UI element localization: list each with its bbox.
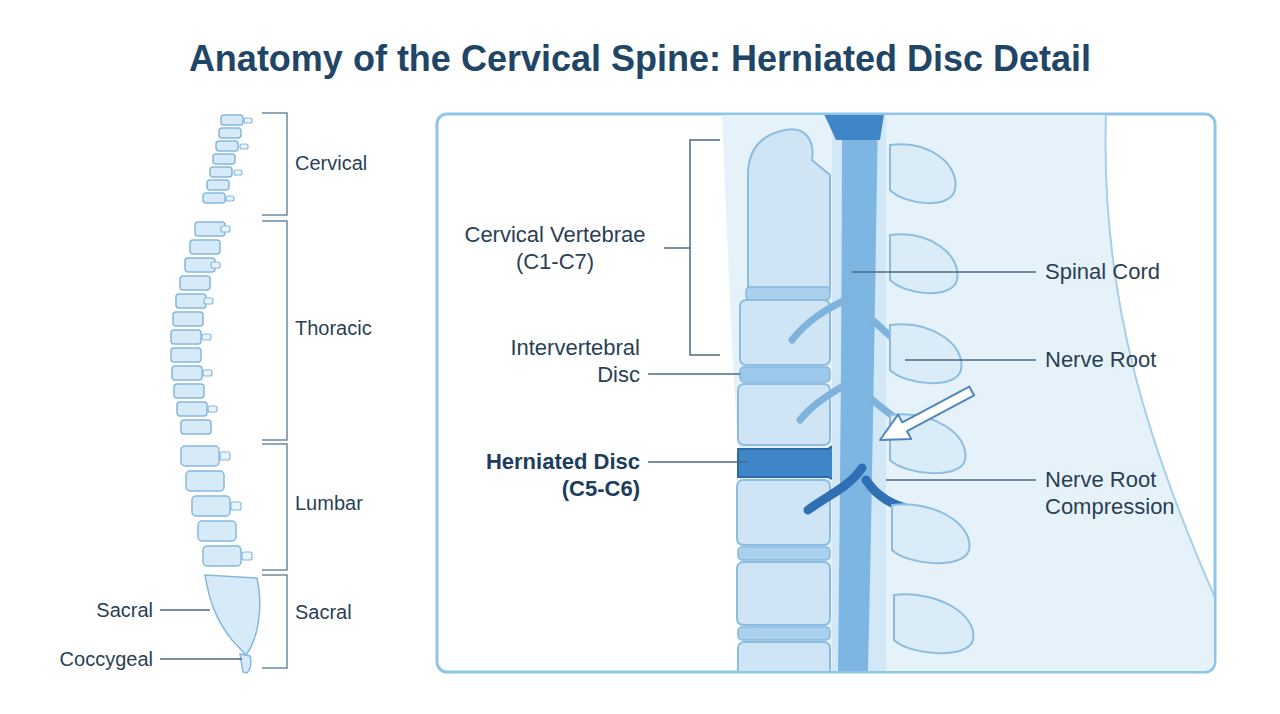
full-spine-part (198, 521, 236, 541)
full-spine-part (207, 180, 229, 190)
leader-lines-part (648, 373, 740, 374)
full-spine-part (190, 240, 220, 254)
region-label: Lumbar (295, 490, 435, 516)
region-brackets-part (262, 221, 287, 440)
part-label: Intervertebral Disc (480, 334, 640, 388)
cervical-detail-part-part (738, 384, 830, 445)
full-spine-part (181, 420, 211, 434)
cervical-detail-part-part (746, 287, 830, 300)
cervical-detail-part (824, 115, 884, 140)
region-label: Coccygeal (20, 646, 153, 672)
cervical-detail-part-part (748, 129, 830, 290)
spinous-processes-part (208, 406, 217, 412)
full-spine-part (181, 446, 219, 466)
spinous-processes-part (226, 196, 234, 201)
full-spine-part (205, 575, 260, 655)
spinous-processes-part (244, 118, 252, 123)
part-label: Nerve Root (1045, 346, 1210, 373)
cervical-detail-part-part (737, 480, 830, 545)
full-spine-part (221, 115, 243, 125)
full-spine-part (213, 154, 235, 164)
cervical-detail-part-part (890, 234, 958, 293)
cervical-detail-part (792, 300, 905, 425)
full-spine-part (219, 128, 241, 138)
full-spine-part (172, 366, 202, 380)
leader-lines-part (905, 359, 1036, 360)
region-label: Sacral (295, 599, 435, 625)
bracket-vertebrae-part (664, 247, 690, 249)
leader-lines-part (886, 479, 1036, 480)
cervical-detail-part-part (737, 562, 830, 625)
part-label: Nerve Root Compression (1045, 466, 1213, 520)
region-brackets (262, 113, 287, 668)
spinous-processes-part (211, 262, 220, 268)
full-spine-part (192, 496, 230, 516)
leader-lines-part (852, 271, 1036, 272)
spinous-processes (202, 118, 252, 560)
spinous-processes-part (231, 502, 241, 510)
cervical-detail-part-part (890, 144, 956, 203)
leader-lines-part (160, 658, 242, 659)
cervical-detail-part-part (808, 468, 862, 510)
cervical-detail-part (838, 115, 878, 671)
full-spine-part (173, 312, 203, 326)
cervical-detail-part-part (738, 627, 830, 640)
cervical-detail-part-part (738, 547, 830, 560)
part-label: Herniated Disc (C5-C6) (455, 448, 640, 502)
full-spine-part (203, 546, 241, 566)
leader-lines (160, 610, 242, 659)
region-label: Thoracic (295, 315, 435, 341)
leader-lines (648, 272, 1036, 480)
full-spine (171, 115, 260, 673)
region-brackets-part (262, 113, 287, 215)
spinous-processes-part (203, 370, 212, 376)
cervical-detail-part-part (890, 324, 961, 383)
cervical-detail-part-part (892, 504, 969, 563)
full-spine-part (180, 276, 210, 290)
region-brackets-part (262, 575, 287, 668)
spinous-processes-part (242, 552, 252, 560)
region-label: Cervical (295, 150, 435, 176)
part-label: Spinal Cord (1045, 258, 1210, 285)
full-spine-part (186, 471, 224, 491)
cervical-detail (722, 115, 1214, 671)
part-label: Cervical Vertebrae (C1-C7) (455, 221, 655, 275)
full-spine-part (216, 141, 238, 151)
leader-lines-part (648, 461, 748, 462)
detail-panel (437, 114, 1215, 672)
full-spine-part (174, 384, 204, 398)
cervical-detail-part-part (740, 367, 830, 382)
spinous-processes-part (220, 452, 230, 460)
cervical-detail-part (880, 387, 974, 440)
full-spine-part (210, 167, 232, 177)
cervical-detail-part-part (800, 385, 845, 420)
full-spine-part (171, 348, 201, 362)
full-spine-part (177, 402, 207, 416)
spinous-processes-part (204, 298, 213, 304)
diagram-title: Anatomy of the Cervical Spine: Herniated… (0, 36, 1280, 82)
bracket-vertebrae-part (690, 140, 720, 355)
cervical-detail-part (832, 115, 886, 671)
full-spine-part (240, 654, 251, 673)
full-spine-part (176, 294, 206, 308)
cervical-detail-part-part (894, 594, 973, 653)
region-label: Sacral (30, 597, 153, 623)
cervical-detail-part-part (740, 300, 830, 365)
cervical-detail-part-part (792, 300, 845, 340)
cervical-detail-part (722, 115, 1214, 671)
leader-lines-part (160, 609, 210, 610)
full-spine-part (171, 330, 201, 344)
region-brackets-part (262, 444, 287, 570)
spinous-processes-part (240, 144, 248, 149)
cervical-detail-part-part (738, 642, 830, 671)
spinous-processes-part (221, 226, 230, 232)
spinous-processes-part (202, 334, 211, 340)
bracket-vertebrae (664, 140, 720, 355)
full-spine-part (203, 193, 225, 203)
spinous-processes-part (234, 170, 242, 175)
